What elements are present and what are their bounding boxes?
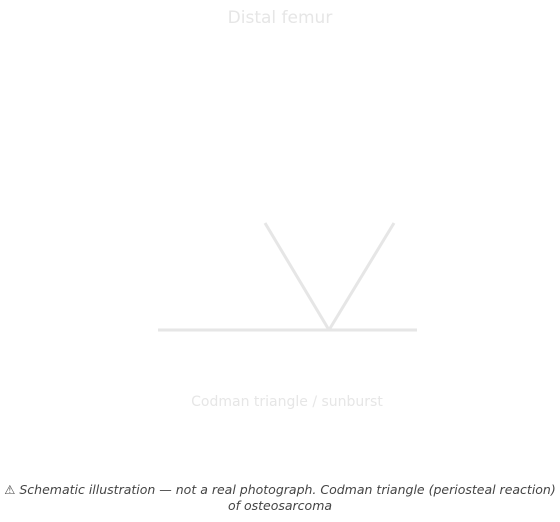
codman-triangle-left-spicule [263,222,331,331]
codman-triangle-right-spicule [327,222,396,331]
diagram-canvas [158,222,417,332]
diagram-title: Distal femur [227,8,333,28]
disclaimer-caption: ⚠ Schematic illustration — not a real ph… [4,482,556,513]
diagram-label: Codman triangle / sunburst [191,394,383,410]
